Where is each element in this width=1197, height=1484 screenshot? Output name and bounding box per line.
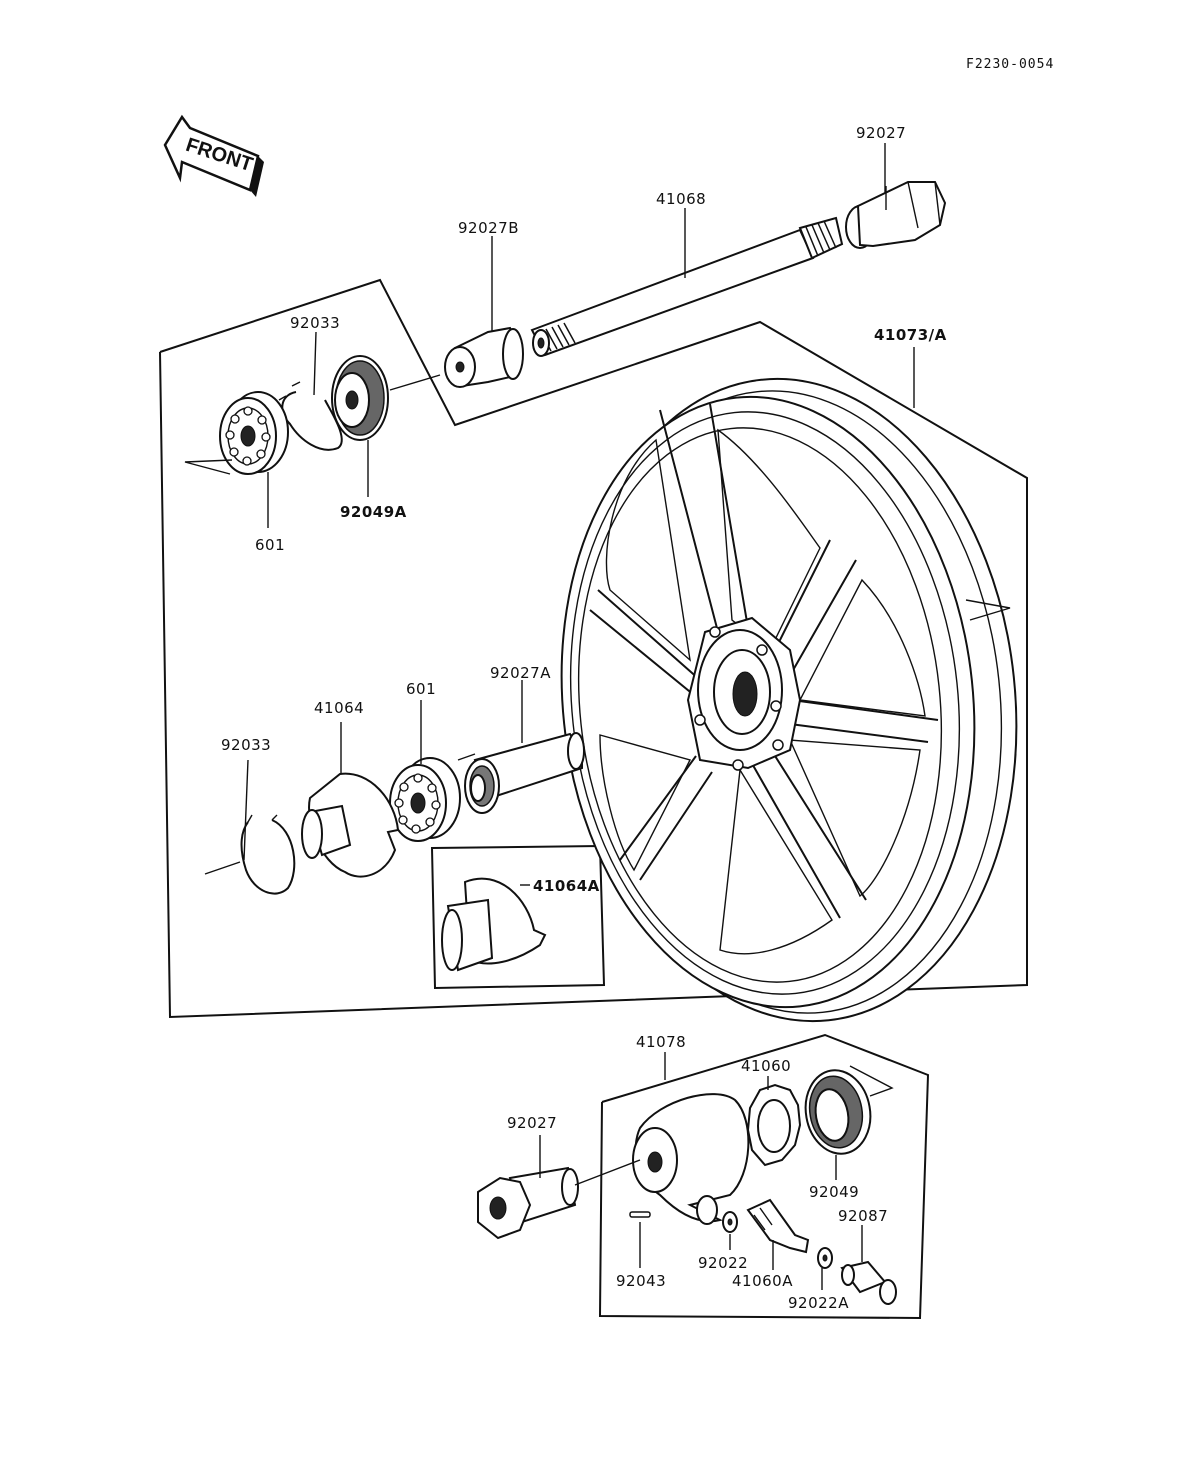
label-axle: 41068 [656, 190, 706, 208]
axle-nut-bottom [477, 1166, 579, 1240]
label-oil-seal-a: 92049A [340, 503, 407, 521]
washer [722, 1211, 738, 1233]
bearing-right [389, 757, 461, 842]
label-circlip-top: 92033 [290, 314, 340, 332]
label-axle-nut-bottom: 92027 [507, 1114, 557, 1132]
label-axle-nut-top: 92027 [856, 124, 906, 142]
label-bushing: 92087 [838, 1207, 888, 1225]
speedometer-group-outline [598, 1033, 930, 1320]
axle-shaft [530, 216, 844, 357]
oil-seal [804, 1069, 872, 1155]
figure-code: F2230-0054 [966, 57, 1054, 72]
label-wheel: 41073/A [874, 326, 947, 344]
speedo-drive-plate [301, 772, 400, 878]
label-pin: 92043 [616, 1272, 666, 1290]
front-direction-arrow: FRONT [163, 114, 264, 197]
axle-nut-top [845, 181, 947, 249]
collar-a [473, 732, 585, 800]
bushing [840, 1260, 897, 1305]
wheel-group-outline [159, 278, 1028, 1019]
speedometer-pinion [746, 1198, 810, 1254]
label-collar-a: 92027A [490, 664, 551, 682]
label-circlip-bottom: 92033 [221, 736, 271, 754]
label-speedometer-gear: 41060 [741, 1057, 791, 1075]
circlip-bottom [240, 814, 296, 895]
collar-b [444, 326, 524, 388]
label-collar-b: 92027B [458, 219, 519, 237]
seal-ring [464, 758, 500, 814]
wheel-rim [560, 377, 1018, 1023]
label-speedo-plate: 41064 [314, 699, 364, 717]
washer-a [817, 1247, 833, 1269]
label-washer-a: 92022A [788, 1294, 849, 1312]
label-speedometer-housing: 41078 [636, 1033, 686, 1051]
label-washer: 92022 [698, 1254, 748, 1272]
speedometer-gear [746, 1083, 802, 1167]
speedometer-housing [632, 1093, 750, 1225]
label-pinion: 41060A [732, 1272, 793, 1290]
label-bearing-left: 601 [255, 536, 285, 554]
pin [629, 1211, 651, 1218]
label-bearing-right: 601 [406, 680, 436, 698]
bearing-left [219, 391, 289, 475]
label-oil-seal: 92049 [809, 1183, 859, 1201]
alt-part-box [430, 844, 606, 990]
label-speedo-plate-a: 41064A [533, 877, 600, 895]
oil-seal-a [331, 355, 389, 441]
speedo-drive-plate-alt [441, 877, 547, 972]
